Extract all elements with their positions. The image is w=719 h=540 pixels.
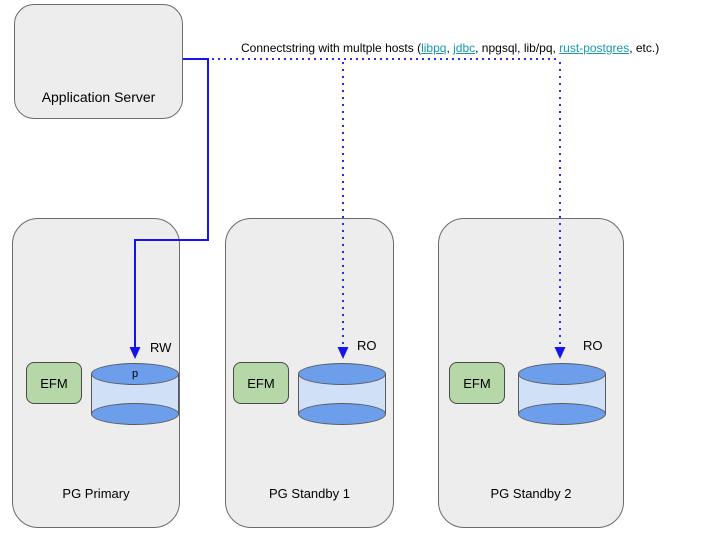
standby1-database-cylinder — [298, 363, 386, 425]
connect-string-note: Connectstring with multple hosts (libpq,… — [241, 41, 659, 55]
note-text: , npgsql, lib/pq, — [475, 41, 560, 55]
note-text: , — [446, 41, 454, 55]
cylinder-bottom-ellipse — [518, 403, 606, 425]
cylinder-top-ellipse: p — [91, 363, 179, 385]
efm-badge: EFM — [449, 362, 505, 404]
pg-standby2-box: EFM PG Standby 2 — [438, 218, 624, 528]
efm-badge: EFM — [233, 362, 289, 404]
link-jdbc[interactable]: jdbc — [453, 41, 476, 55]
db-label: p — [131, 368, 139, 380]
cylinder-bottom-ellipse — [91, 403, 179, 425]
pg-standby1-label: PG Standby 1 — [269, 486, 350, 501]
link-rust-postgres[interactable]: rust-postgres — [559, 41, 630, 55]
note-text: , etc.) — [629, 41, 660, 55]
link-libpq[interactable]: libpq — [421, 41, 447, 55]
cylinder-top-ellipse — [298, 363, 386, 385]
note-text: Connectstring with multple hosts ( — [241, 41, 422, 55]
primary-database-cylinder: p — [91, 363, 179, 425]
standby2-database-cylinder — [518, 363, 606, 425]
cylinder-top-ellipse — [518, 363, 606, 385]
pg-primary-label: PG Primary — [62, 486, 130, 501]
access-label-ro1: RO — [357, 338, 377, 353]
pg-standby2-label: PG Standby 2 — [490, 486, 572, 501]
cylinder-bottom-ellipse — [298, 403, 386, 425]
access-label-ro2: RO — [583, 338, 603, 353]
pg-standby1-box: EFM PG Standby 1 — [225, 218, 394, 528]
application-server-label: Application Server — [41, 89, 156, 105]
efm-badge: EFM — [26, 362, 82, 404]
access-label-rw: RW — [150, 340, 172, 355]
application-server-box: Application Server — [14, 4, 183, 119]
pg-primary-box: EFM p PG Primary — [12, 218, 180, 528]
